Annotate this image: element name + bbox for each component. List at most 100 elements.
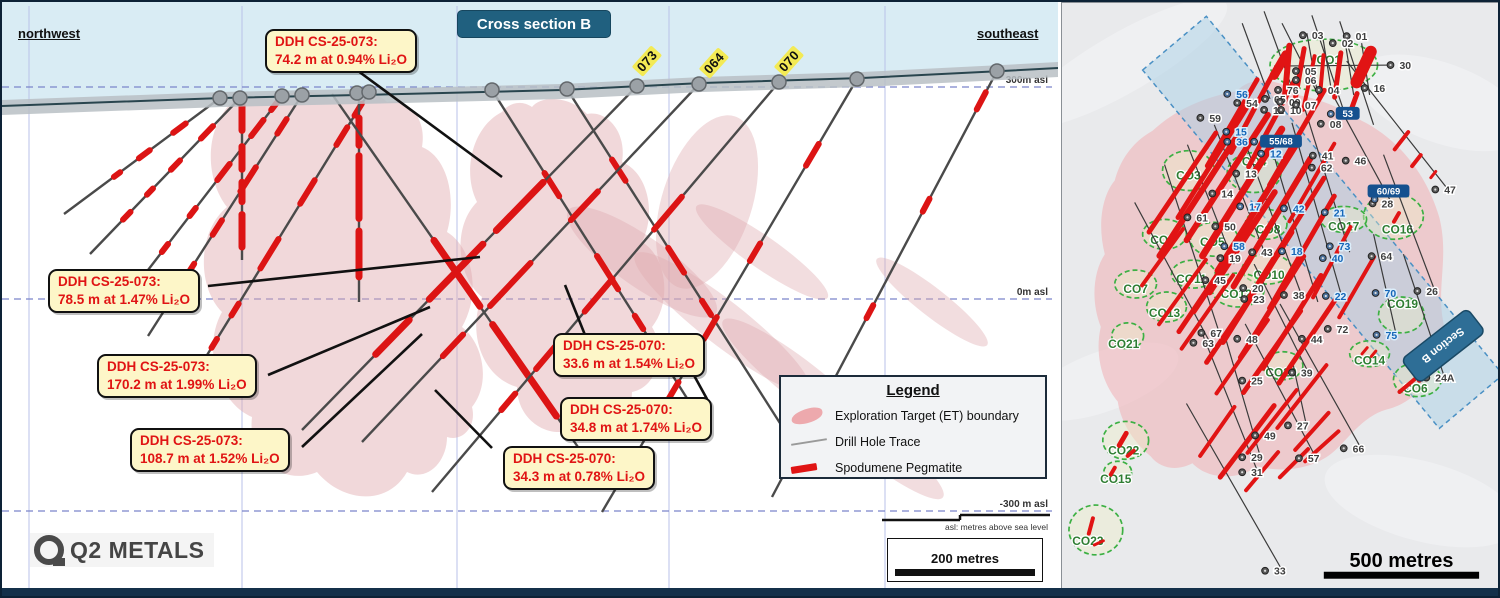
- company-logo: Q2 METALS: [30, 533, 215, 567]
- map-drill-collar-center: [1239, 205, 1242, 208]
- map-drill-collar-center: [1254, 434, 1257, 437]
- exploration-target-streak: [634, 252, 810, 392]
- hole-label: 46: [1355, 157, 1367, 168]
- hole-label: 59: [1209, 114, 1221, 125]
- map-drill-collar-center: [1263, 97, 1267, 100]
- co-target-label: CO21: [1108, 337, 1140, 351]
- map-drill-collar-center: [1301, 34, 1304, 37]
- spodumene-pegmatite-interval: [274, 116, 290, 137]
- spodumene-pegmatite-interval: [248, 117, 267, 139]
- pegmatite-dike: [1157, 257, 1208, 327]
- map-drill-collar-center: [1219, 257, 1222, 260]
- pegmatite-dike: [1204, 269, 1271, 365]
- map-drill-trace: [1311, 15, 1345, 112]
- pegmatite-dike: [1276, 298, 1338, 386]
- hole-label-chip: [1260, 134, 1302, 148]
- et-boundary-swatch: [789, 405, 835, 427]
- map-drill-collar-center: [1279, 108, 1283, 111]
- hole-label: 33: [1274, 567, 1286, 578]
- hole-label: 01: [1356, 32, 1368, 43]
- hole-label: 14: [1221, 189, 1233, 200]
- map-drill-collar-center: [1186, 216, 1189, 219]
- map-drill-collar-center: [1416, 289, 1419, 293]
- hole-label-blue: 42: [1293, 204, 1305, 215]
- map-drill-trace: [1346, 60, 1448, 189]
- pegmatite-dike: [1360, 346, 1369, 356]
- pegmatite-dike: [1244, 450, 1281, 493]
- spodumene-pegmatite-interval: [492, 178, 547, 234]
- pegmatite-dike: [1217, 403, 1277, 480]
- hole-label: 24A: [1435, 374, 1455, 385]
- spodumene-pegmatite-interval: [699, 297, 714, 318]
- map-drill-collar-center: [1211, 192, 1214, 195]
- map-drill-trace: [1253, 263, 1311, 376]
- assay-callout: DDH CS-25-070: 34.8 m at 1.74% Li₂O: [560, 397, 713, 442]
- hole-label: 16: [1374, 84, 1386, 95]
- pegmatite-dike: [1198, 404, 1237, 458]
- hole-label: 43: [1261, 248, 1273, 259]
- map-drill-collar-center: [1236, 337, 1239, 340]
- callout-leader-line: [267, 305, 431, 377]
- callout-hole-id: DDH CS-25-070:: [513, 451, 616, 466]
- legend-item-label: Spodumene Pegmatite: [835, 461, 963, 475]
- callout-leader-line: [353, 66, 503, 179]
- map-drill-collar-center: [1345, 35, 1348, 38]
- hole-label: 03: [1312, 31, 1324, 42]
- co-target-label: CO14: [1354, 354, 1386, 368]
- pegmatite-dike: [1275, 363, 1329, 430]
- elevation-note: asl: metres above sea level: [945, 522, 1048, 532]
- hole-label-chip: [1367, 184, 1410, 198]
- callout-leader-line: [563, 284, 587, 336]
- pegmatite-dike: [1237, 253, 1307, 361]
- map-drill-collar-center: [1282, 293, 1286, 297]
- scale-label: 200 metres: [931, 551, 999, 566]
- surface-overburden-band: [2, 62, 1058, 115]
- spodumene-pegmatite-interval: [701, 314, 720, 342]
- callout-assay-value: 170.2 m at 1.99% Li₂O: [107, 376, 247, 392]
- callout-hole-id: DDH CS-25-070:: [563, 338, 666, 353]
- callout-assay-value: 33.6 m at 1.54% Li₂O: [563, 355, 696, 371]
- direction-label-northwest: northwest: [18, 26, 81, 41]
- q2-logo-icon: [34, 535, 65, 566]
- hole-label: 47: [1444, 185, 1456, 196]
- legend-title: Legend: [886, 382, 940, 399]
- map-drill-collar-center: [1241, 379, 1244, 382]
- spodumene-pegmatite-interval: [144, 185, 156, 198]
- hole-label: 64: [1381, 252, 1393, 263]
- map-drill-trace: [1185, 403, 1284, 573]
- callout-leader-line: [434, 389, 493, 449]
- hole-label: 13: [1245, 170, 1257, 181]
- co-target-label: CO17: [1328, 219, 1360, 233]
- map-drill-collar-center: [1276, 88, 1280, 92]
- pegmatite-dike: [1350, 45, 1377, 89]
- pegmatite-dike: [1246, 76, 1298, 170]
- hole-label: 66: [1353, 444, 1365, 455]
- drill-collar: [232, 90, 248, 106]
- hole-label: 28: [1382, 199, 1394, 210]
- hole-label: 72: [1337, 325, 1349, 336]
- map-drill-collar-center: [1342, 447, 1345, 450]
- map-drill-trace: [1372, 234, 1398, 336]
- map-drill-collar-center: [1282, 207, 1286, 210]
- hole-label: 27: [1297, 421, 1309, 432]
- hole-label: 20: [1252, 284, 1264, 295]
- map-drill-collar-center: [1323, 211, 1326, 214]
- spodumene-pegmatite-interval: [665, 379, 682, 403]
- spodumene-pegmatite-interval: [110, 169, 124, 180]
- exploration-target-streak: [566, 206, 718, 318]
- hole-label: 31: [1251, 468, 1263, 479]
- spodumene-pegmatite-interval: [168, 157, 183, 173]
- hole-label: 10: [1290, 106, 1302, 117]
- spodumene-pegmatite-interval: [567, 188, 601, 224]
- section-title: Cross section B: [457, 10, 611, 38]
- map-drill-trace: [1382, 154, 1436, 293]
- map-drill-collar-center: [1294, 103, 1298, 106]
- callout-leader-line: [301, 333, 423, 448]
- map-drill-collar-center: [1263, 569, 1267, 572]
- map-drill-collar-center: [1317, 88, 1320, 92]
- pegmatite-dike: [1140, 227, 1186, 288]
- pegmatite-dike: [1392, 130, 1411, 152]
- hole-label: 02: [1342, 39, 1354, 50]
- callout-assay-value: 108.7 m at 1.52% Li₂O: [140, 450, 280, 466]
